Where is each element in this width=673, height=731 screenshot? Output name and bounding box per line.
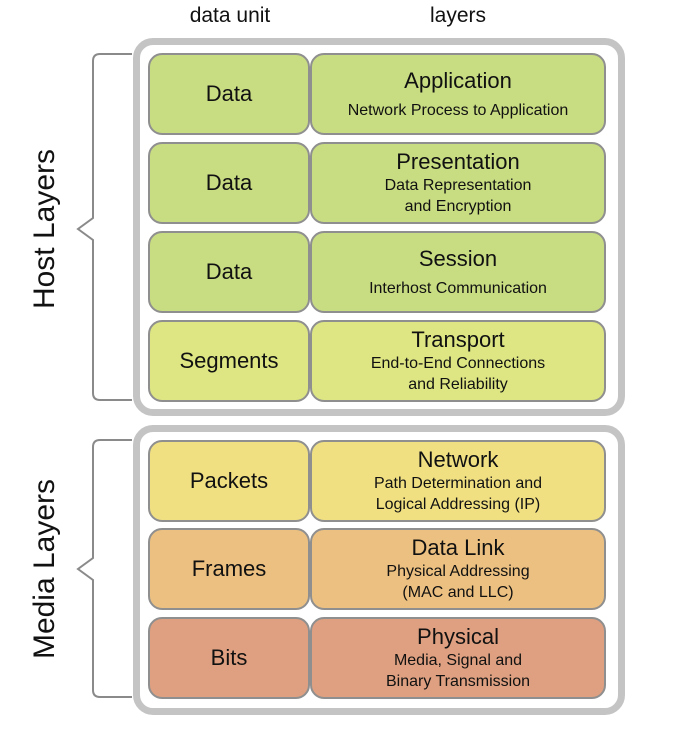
layer-name: Session <box>418 245 498 271</box>
unit-cell-application: Data <box>148 53 310 135</box>
unit-label: Data <box>205 81 253 106</box>
unit-label: Data <box>205 259 253 284</box>
layer-cell-presentation: Presentation Data Representation and Enc… <box>310 142 606 224</box>
unit-cell-session: Data <box>148 231 310 313</box>
unit-cell-presentation: Data <box>148 142 310 224</box>
unit-label: Segments <box>179 348 279 373</box>
unit-label: Data <box>205 170 253 195</box>
layer-name: Presentation <box>396 149 520 174</box>
unit-cell-transport: Segments <box>148 320 310 402</box>
layer-cell-physical: Physical Media, Signal and Binary Transm… <box>310 617 606 699</box>
layer-cell-network: Network Path Determination and Logical A… <box>310 440 606 522</box>
layer-name: Application <box>404 67 512 93</box>
layer-cell-transport: Transport End-to-End Connections and Rel… <box>310 320 606 402</box>
layer-description: Data Representation and Encryption <box>384 177 532 215</box>
unit-label: Frames <box>191 556 267 581</box>
layer-description: Interhost Communication <box>369 279 547 297</box>
media-layers-brace <box>76 439 132 698</box>
data-unit-column-header: data unit <box>189 4 271 27</box>
host-layers-label: Host Layers <box>28 148 61 310</box>
unit-label: Bits <box>210 645 248 670</box>
host-layers-brace <box>76 53 132 401</box>
unit-cell-physical: Bits <box>148 617 310 699</box>
unit-cell-data-link: Frames <box>148 528 310 610</box>
layer-cell-data-link: Data Link Physical Addressing (MAC and L… <box>310 528 606 610</box>
layer-name: Network <box>417 447 499 472</box>
layer-description: Media, Signal and Binary Transmission <box>385 652 531 690</box>
layer-name: Physical <box>417 624 499 649</box>
layer-description: Physical Addressing (MAC and LLC) <box>386 563 530 601</box>
media-layers-label: Media Layers <box>28 478 61 660</box>
layer-description: Network Process to Application <box>347 101 569 119</box>
layer-cell-application: Application Network Process to Applicati… <box>310 53 606 135</box>
layers-column-header: layers <box>429 4 487 27</box>
layer-name: Transport <box>411 327 505 352</box>
layer-description: End-to-End Connections and Reliability <box>370 355 546 393</box>
layer-cell-session: Session Interhost Communication <box>310 231 606 313</box>
unit-cell-network: Packets <box>148 440 310 522</box>
unit-label: Packets <box>189 468 269 493</box>
layer-description: Path Determination and Logical Addressin… <box>373 475 543 513</box>
layer-name: Data Link <box>411 535 505 560</box>
